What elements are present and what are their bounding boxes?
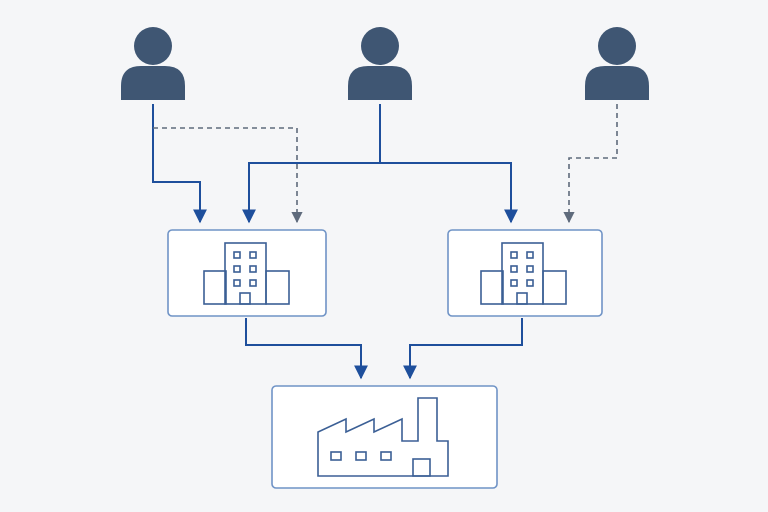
person-icon [585,27,649,100]
connector-dashed [563,104,618,224]
office-left [167,229,327,317]
office-building-icon [203,242,290,305]
connector-solid [403,318,523,380]
person-icon [121,27,185,100]
office-right [447,229,603,317]
person-right [585,27,649,100]
office-box [447,229,603,317]
office-building-icon [480,242,567,305]
connector-solid [380,162,518,224]
person-left [121,27,185,100]
connector-solid [245,318,368,380]
connector-solid [242,104,381,224]
factory-box [271,385,498,489]
factory [271,385,498,489]
connector-solid [152,104,207,224]
person-center [348,27,412,100]
office-box [167,229,327,317]
connector-dashed [153,127,303,224]
person-icon [348,27,412,100]
factory-icon [317,397,449,477]
